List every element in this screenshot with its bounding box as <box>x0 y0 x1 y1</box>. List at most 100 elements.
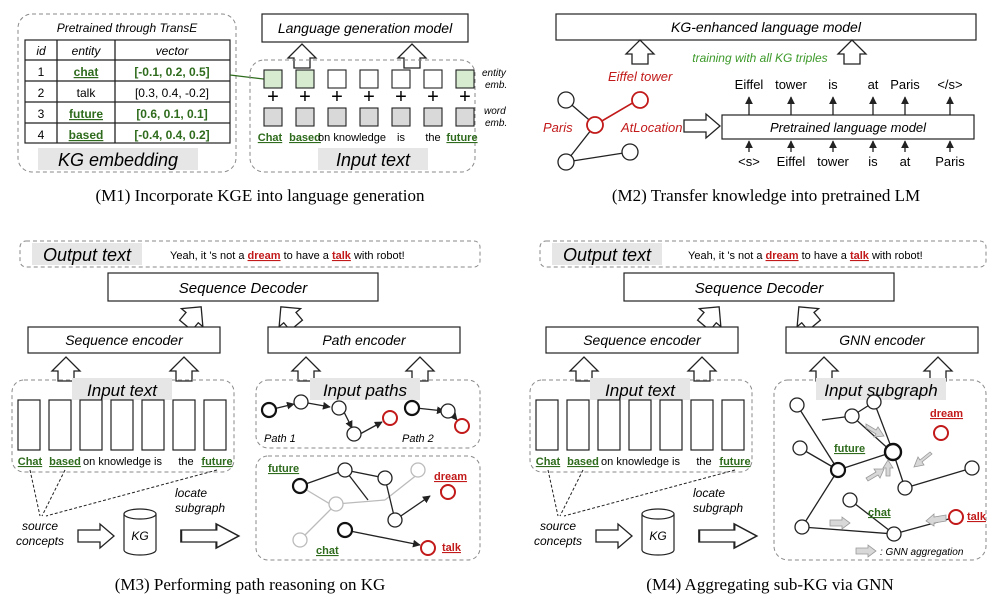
word: on knowledge <box>601 456 669 468</box>
header-id: id <box>36 44 46 58</box>
talk-label: talk <box>967 511 987 523</box>
word: is <box>154 456 162 468</box>
node <box>621 143 639 161</box>
right-arrow-icon <box>595 523 633 549</box>
up-arrow-icon <box>169 356 199 382</box>
kg-cylinder <box>641 508 675 556</box>
sequence-encoder-label: Sequence encoder <box>583 332 702 348</box>
subgraph-frame <box>255 455 481 561</box>
word: future <box>719 456 750 468</box>
token: Paris <box>935 154 965 169</box>
svg-text:+: + <box>267 86 279 108</box>
input-text-frame <box>249 59 476 173</box>
locate-label: locate <box>175 486 207 500</box>
language-generation-model-label: Language generation model <box>278 20 453 36</box>
up-arrow-icon <box>809 356 839 382</box>
input-text-label: Input text <box>605 381 676 400</box>
token-arrows-up <box>745 96 954 115</box>
word: the <box>425 132 440 144</box>
input-text-label: Input text <box>87 381 158 400</box>
row-entity-chat: chat <box>74 65 99 79</box>
caption-m2: (M2) Transfer knowledge into pretrained … <box>612 186 920 205</box>
node-paris <box>586 116 604 134</box>
entity-emb-label: entity <box>482 68 507 79</box>
up-arrow-icon <box>405 356 435 382</box>
gnn-encoder-label: GNN encoder <box>839 332 926 348</box>
subgraph-m4 <box>789 394 980 542</box>
word-emb-label-2: emb. <box>485 118 507 129</box>
atlocation-label: AtLocation <box>620 120 682 135</box>
token: tower <box>817 154 849 169</box>
locate-label: locate <box>693 486 725 500</box>
subgraph-m3 <box>291 462 456 556</box>
row-vector: [0.6, 0.1, 0.1] <box>136 107 207 121</box>
path-2-label: Path 2 <box>402 433 434 445</box>
svg-text:+: + <box>299 86 311 108</box>
panel-m1: Pretrained through TransE id entity vect… <box>17 13 507 205</box>
table-title: Pretrained through TransE <box>57 21 199 35</box>
kg-embedding-frame <box>17 13 237 173</box>
output-sentence: Yeah, it 's not a dream to have a talk w… <box>170 250 405 262</box>
up-arrow-icon <box>687 356 717 382</box>
future-label: future <box>268 463 299 475</box>
row-vector: [-0.4, 0.4, 0.2] <box>134 128 209 142</box>
svg-text:+: + <box>459 86 471 108</box>
word-embedding-row <box>263 107 475 127</box>
source-label: source <box>22 519 58 533</box>
entity-embedding-row <box>263 69 475 89</box>
word: future <box>201 456 232 468</box>
word: on knowledge <box>83 456 151 468</box>
concepts-label: concepts <box>16 534 64 548</box>
word: Chat <box>536 456 561 468</box>
kg-cylinder <box>123 508 157 556</box>
kg-label: KG <box>649 529 666 543</box>
paris-label: Paris <box>543 120 573 135</box>
language-generation-model-box <box>261 13 469 43</box>
token: </s> <box>937 77 962 92</box>
subgraph-label: subgraph <box>693 501 743 515</box>
svg-text:+: + <box>331 86 343 108</box>
eiffel-tower-label: Eiffel tower <box>608 69 673 84</box>
row-entity-talk: talk <box>77 86 97 100</box>
path-encoder-box <box>267 326 461 354</box>
chat-label: chat <box>316 545 339 557</box>
input-words-m3: Chat based on knowledge is the future <box>18 456 233 468</box>
output-text-label: Output text <box>563 245 652 265</box>
pretrained-lm-label: Pretrained language model <box>770 120 927 135</box>
row-id: 3 <box>38 107 45 121</box>
input-words-m1: Chat based on knowledge is the future <box>258 132 478 144</box>
dream-label: dream <box>434 471 467 483</box>
token: Eiffel <box>735 77 764 92</box>
path-1 <box>260 394 398 442</box>
right-arrow-icon <box>77 523 115 549</box>
subgraph-label: subgraph <box>175 501 225 515</box>
panel-m2: KG-enhanced language model training with… <box>543 13 977 205</box>
word: based <box>289 132 321 144</box>
node <box>557 153 575 171</box>
token-arrows-in <box>745 140 954 152</box>
input-subgraph-label: Input subgraph <box>824 381 937 400</box>
row-id: 2 <box>38 86 45 100</box>
input-text-label: Input text <box>336 150 411 170</box>
panel-m4: Output text Yeah, it 's not a dream to h… <box>529 240 987 594</box>
right-arrow-icon <box>180 522 240 550</box>
token: is <box>828 77 838 92</box>
future-label: future <box>834 443 865 455</box>
kg-enhanced-lm-box <box>555 13 977 41</box>
word: on knowledge <box>318 132 386 144</box>
token-embedding-bars <box>535 399 745 451</box>
up-arrow-icon <box>51 356 81 382</box>
kg-label: KG <box>131 529 148 543</box>
right-arrow-icon <box>683 113 721 139</box>
svg-text:+: + <box>363 86 375 108</box>
source-dashed-lines <box>547 469 736 517</box>
sequence-decoder-box <box>107 272 379 302</box>
dream-label: dream <box>930 408 963 420</box>
up-arrow-icon <box>923 356 953 382</box>
row-id: 4 <box>38 128 45 142</box>
word: based <box>49 456 81 468</box>
token: tower <box>775 77 807 92</box>
path-1-label: Path 1 <box>264 433 296 445</box>
token: Eiffel <box>777 154 806 169</box>
chat-label: chat <box>868 507 891 519</box>
